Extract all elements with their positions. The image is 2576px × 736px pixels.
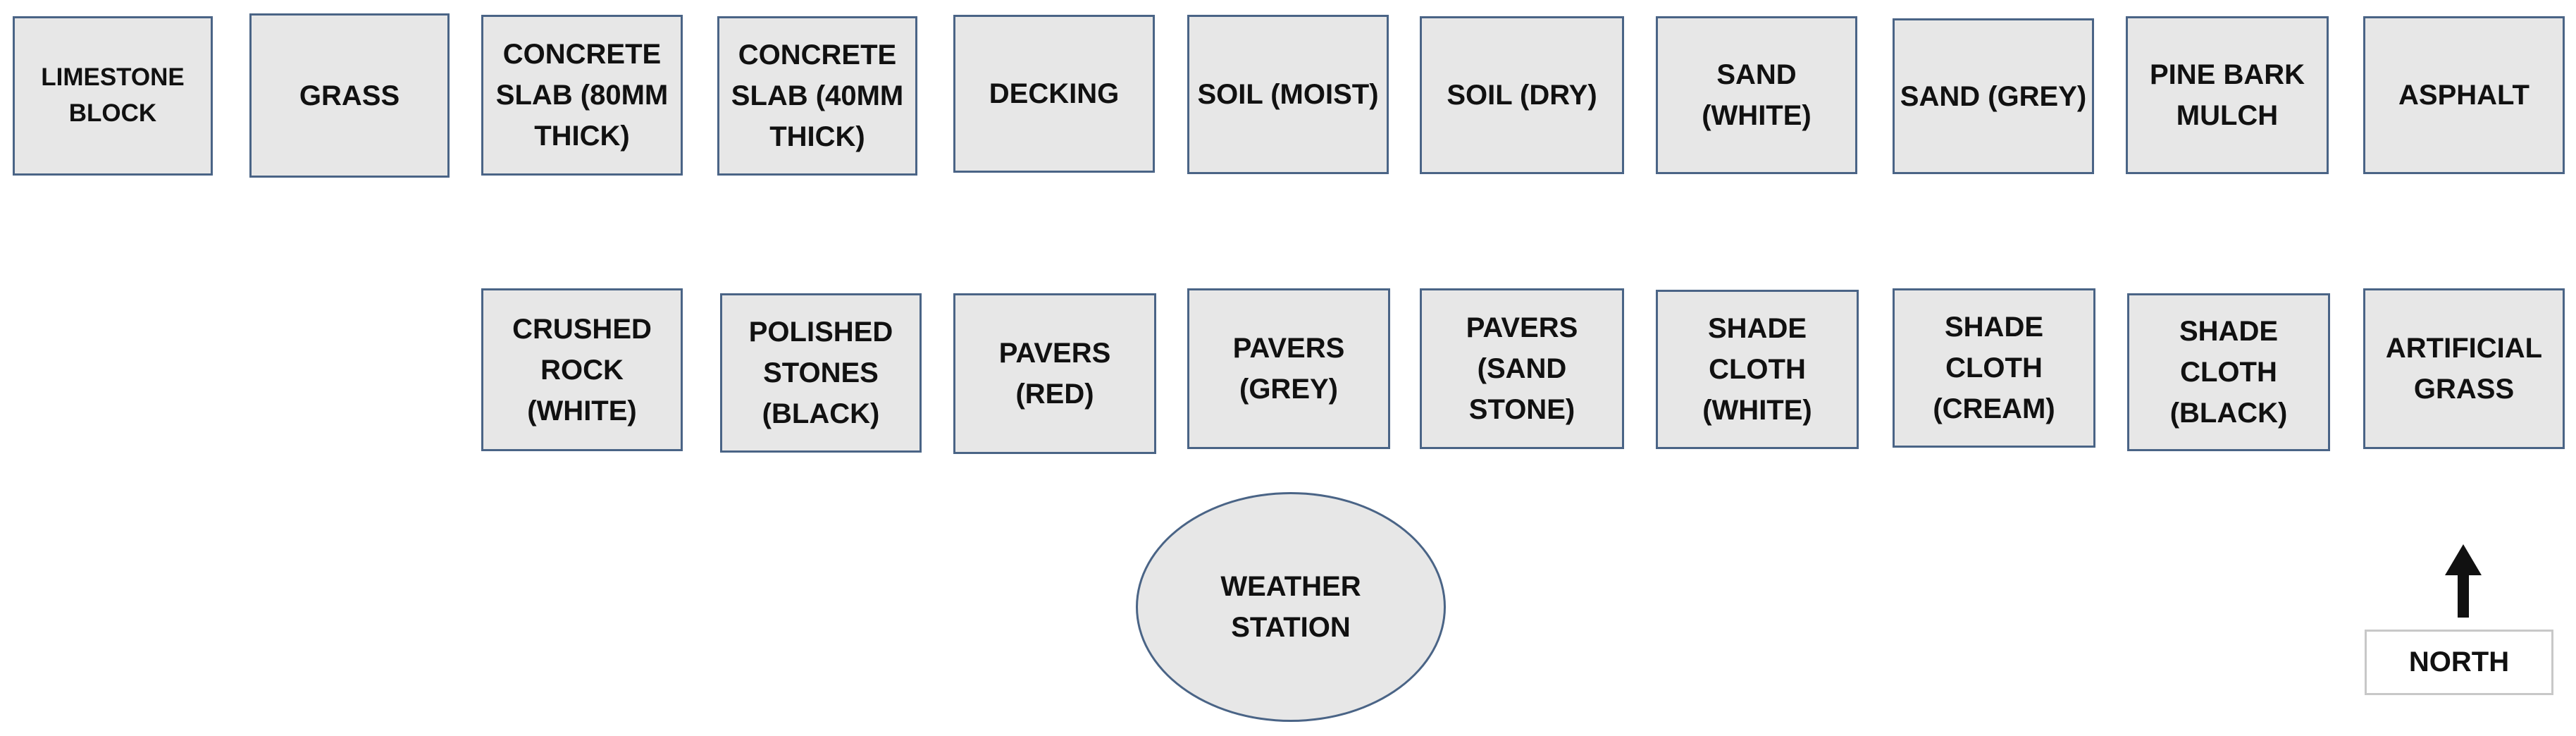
plot-sand-grey: SAND (GREY) xyxy=(1893,18,2094,174)
plot-pavers-red: PAVERS (RED) xyxy=(953,293,1156,454)
plot-concrete-slab-80mm: CONCRETE SLAB (80MM THICK) xyxy=(481,15,683,176)
plot-label: SOIL (DRY) xyxy=(1447,80,1597,111)
plot-label: LIMESTONE BLOCK xyxy=(41,63,185,127)
plot-label: ASPHALT xyxy=(2398,80,2529,111)
plot-shade-cloth-white: SHADE CLOTH (WHITE) xyxy=(1656,290,1859,449)
north-label-box: NORTH xyxy=(2365,630,2553,695)
arrow-up-icon xyxy=(2445,544,2482,618)
plot-label: CRUSHED ROCK (WHITE) xyxy=(512,313,652,427)
plot-pavers-sand-stone: PAVERS (SAND STONE) xyxy=(1420,288,1624,449)
plot-polished-stones-black: POLISHED STONES (BLACK) xyxy=(720,293,922,453)
plot-label: DECKING xyxy=(989,78,1120,109)
plot-pavers-grey: PAVERS (GREY) xyxy=(1187,288,1390,449)
plot-crushed-rock-white: CRUSHED ROCK (WHITE) xyxy=(481,288,683,451)
plot-label: SHADE CLOTH (WHITE) xyxy=(1702,313,1812,426)
plot-label: POLISHED STONES (BLACK) xyxy=(748,317,893,429)
plot-grass: GRASS xyxy=(249,13,450,178)
north-label: NORTH xyxy=(2408,646,2510,677)
plot-asphalt: ASPHALT xyxy=(2363,16,2565,174)
weather-station: WEATHER STATION xyxy=(1136,492,1446,722)
plot-artificial-grass: ARTIFICIAL GRASS xyxy=(2363,288,2565,449)
plot-shade-cloth-cream: SHADE CLOTH (CREAM) xyxy=(1893,288,2095,448)
plot-soil-dry: SOIL (DRY) xyxy=(1420,16,1624,174)
plot-label: SHADE CLOTH (CREAM) xyxy=(1933,312,2055,424)
plot-label: PAVERS (GREY) xyxy=(1232,333,1345,405)
plot-pine-bark-mulch: PINE BARK MULCH xyxy=(2126,16,2329,174)
plot-label: PAVERS (RED) xyxy=(998,338,1111,410)
weather-station-label: WEATHER STATION xyxy=(1220,571,1361,643)
plot-label: CONCRETE SLAB (40MM THICK) xyxy=(731,39,904,152)
plot-shade-cloth-black: SHADE CLOTH (BLACK) xyxy=(2127,293,2330,451)
plot-label: SAND (WHITE) xyxy=(1702,59,1812,131)
plot-concrete-slab-40mm: CONCRETE SLAB (40MM THICK) xyxy=(717,16,917,176)
plot-label: GRASS xyxy=(299,80,400,111)
plot-limestone-block: LIMESTONE BLOCK xyxy=(13,16,213,176)
plot-soil-moist: SOIL (MOIST) xyxy=(1187,15,1389,174)
plot-label: SOIL (MOIST) xyxy=(1197,79,1379,110)
plot-label: CONCRETE SLAB (80MM THICK) xyxy=(495,39,669,152)
plot-sand-white: SAND (WHITE) xyxy=(1656,16,1857,174)
plot-label: SAND (GREY) xyxy=(1900,80,2087,112)
plot-label: ARTIFICIAL GRASS xyxy=(2385,333,2543,405)
plot-decking: DECKING xyxy=(953,15,1155,173)
plot-label: SHADE CLOTH (BLACK) xyxy=(2169,316,2288,429)
plot-label: PINE BARK MULCH xyxy=(2149,59,2305,131)
plot-label: PAVERS (SAND STONE) xyxy=(1466,312,1578,425)
